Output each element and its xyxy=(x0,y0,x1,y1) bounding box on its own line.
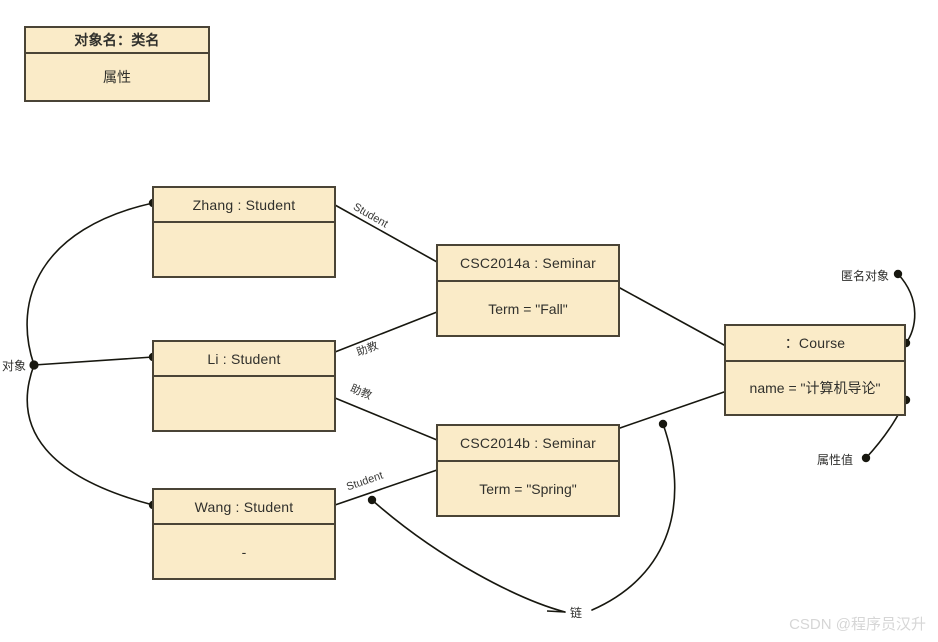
object-title-csc2014b: CSC2014b : Seminar xyxy=(438,426,618,462)
dot-attribute-value xyxy=(861,453,871,463)
watermark: CSDN @程序员汉升 xyxy=(789,616,926,633)
legend-title: 对象名：类名 xyxy=(26,28,208,54)
object-box-course[interactable]: ：Course name = "计算机导论" xyxy=(724,324,906,416)
link-csc2014b-course xyxy=(619,391,725,429)
leader-link-right xyxy=(591,423,676,611)
callout-anonymous-object: 匿名对象 xyxy=(841,269,890,283)
object-title-zhang: Zhang : Student xyxy=(154,188,334,223)
object-title-li: Li : Student xyxy=(154,342,334,377)
object-attributes-course: name = "计算机导论" xyxy=(749,380,881,396)
leader-anonymous-object xyxy=(897,273,916,344)
object-box-wang[interactable]: Wang : Student - xyxy=(152,488,336,580)
leader-object-to-zhang xyxy=(26,202,154,366)
object-title-wang: Wang : Student xyxy=(154,490,334,525)
object-box-csc2014a[interactable]: CSC2014a : Seminar Term = "Fall" xyxy=(436,244,620,337)
object-attributes-csc2014b: Term = "Spring" xyxy=(479,480,577,497)
dot-link-junction-right xyxy=(658,419,668,429)
object-title-course: ：Course xyxy=(726,326,904,362)
dot-object-hub xyxy=(29,360,39,370)
object-box-csc2014b[interactable]: CSC2014b : Seminar Term = "Spring" xyxy=(436,424,620,517)
link-li-csc2014b xyxy=(334,397,438,441)
object-box-li[interactable]: Li : Student xyxy=(152,340,336,432)
object-box-zhang[interactable]: Zhang : Student xyxy=(152,186,336,278)
callout-object: 对象 xyxy=(2,359,27,373)
leader-object-to-li xyxy=(33,356,154,366)
callout-link: 链 xyxy=(570,606,583,620)
link-wang-csc2014b xyxy=(334,469,438,506)
legend-box: 对象名：类名 属性 xyxy=(24,26,210,102)
object-attributes-wang: - xyxy=(241,543,247,560)
object-attributes-li xyxy=(154,377,334,430)
leader-object-to-wang xyxy=(26,364,154,506)
link-li-csc2014a xyxy=(334,311,438,353)
link-csc2014a-course xyxy=(619,287,725,346)
dot-link-junction-left xyxy=(367,495,377,505)
leader-link-left xyxy=(371,499,566,613)
object-title-csc2014a: CSC2014a : Seminar xyxy=(438,246,618,282)
dot-anonymous-object xyxy=(893,269,903,279)
callout-ticks xyxy=(546,610,566,613)
tick-link-label xyxy=(546,610,566,613)
legend-attributes: 属性 xyxy=(103,69,131,85)
object-attributes-csc2014a: Term = "Fall" xyxy=(488,300,568,317)
link-zhang-csc2014a xyxy=(334,204,438,263)
callout-attribute-value: 属性值 xyxy=(817,453,854,467)
object-attributes-zhang xyxy=(154,223,334,276)
